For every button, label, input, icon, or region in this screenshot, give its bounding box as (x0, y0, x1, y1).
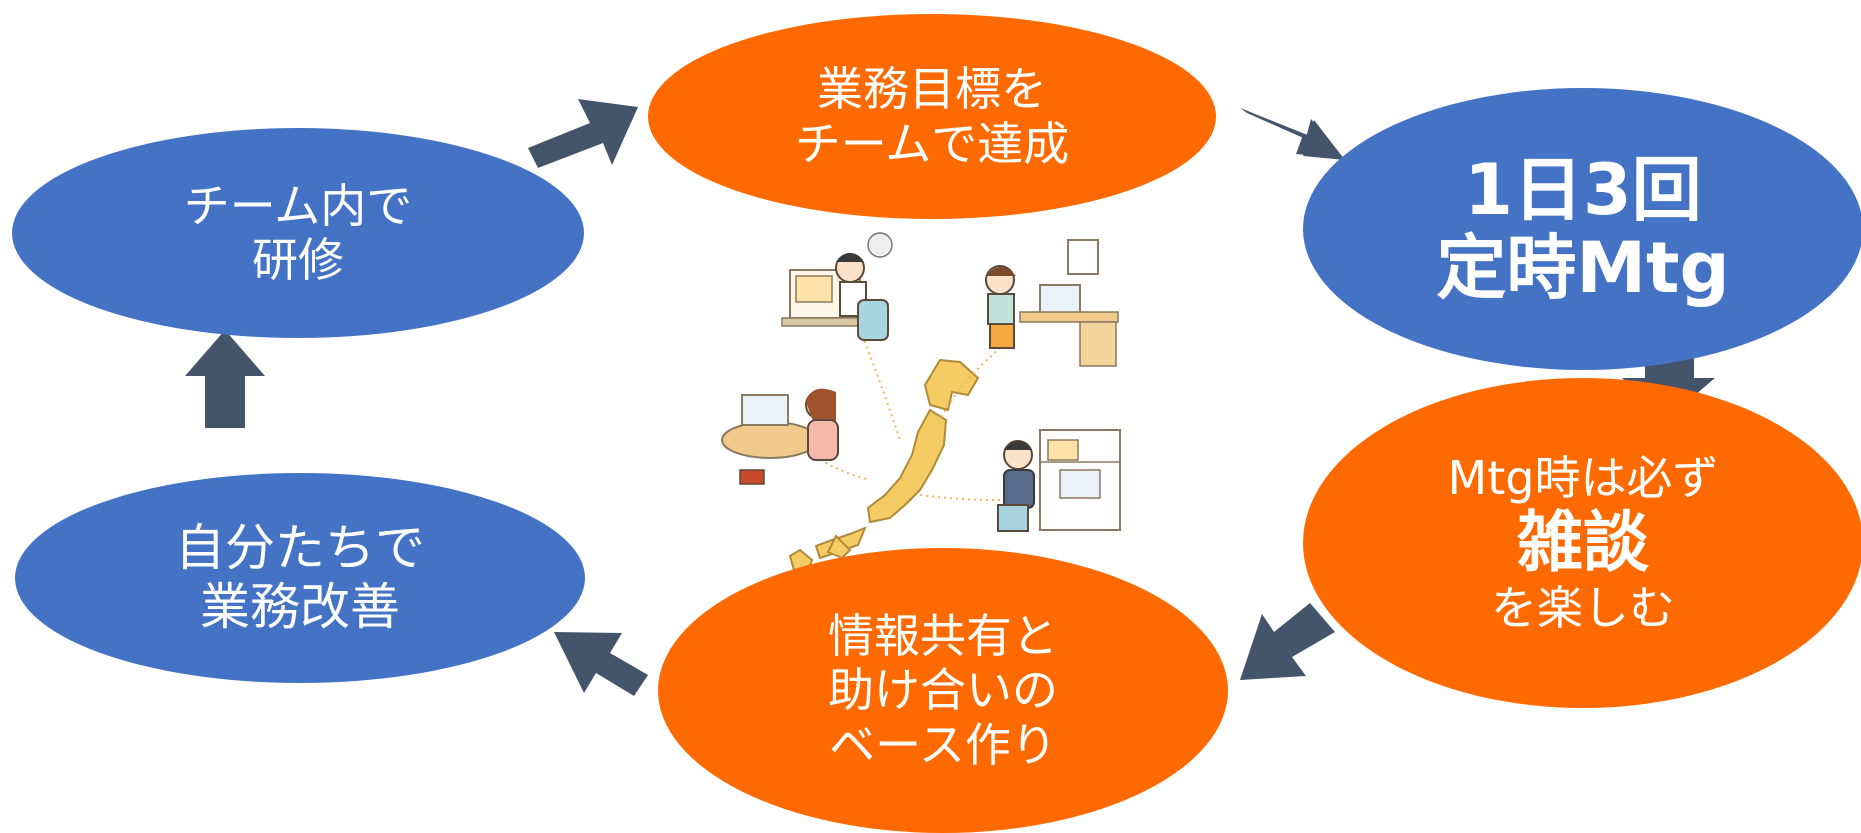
arrow-share-to-improve (554, 632, 648, 696)
arrow-improve-to-training (185, 330, 265, 428)
node-self-improvement-line1: 自分たちで (175, 519, 425, 577)
node-chat-line3: を楽しむ (1491, 580, 1675, 635)
node-self-improvement-line2: 業務改善 (200, 578, 400, 636)
worker-top-left-icon (781, 232, 893, 341)
worker-top-right-icon (985, 239, 1119, 367)
node-team-training: チーム内で 研修 (12, 128, 584, 338)
node-team-goal: 業務目標を チームで達成 (648, 14, 1216, 219)
node-team-training-line2: 研修 (252, 233, 344, 287)
node-daily-meeting-line1: 1日3回 (1464, 148, 1702, 231)
node-team-goal-line2: チームで達成 (794, 116, 1070, 171)
node-info-sharing-line1: 情報共有と (828, 609, 1058, 664)
worker-bottom-right-icon (997, 429, 1121, 532)
arrow-goal-to-meeting (1240, 108, 1345, 160)
arrow-training-to-goal (528, 99, 638, 168)
node-chat-emphasis: 雑談 (1517, 504, 1649, 582)
node-daily-meeting: 1日3回 定時Mtg (1303, 88, 1861, 370)
node-self-improvement: 自分たちで 業務改善 (15, 473, 585, 683)
remote-work-illustration (721, 232, 1121, 578)
node-team-goal-line1: 業務目標を (817, 62, 1047, 117)
node-info-sharing: 情報共有と 助け合いの ベース作り (658, 548, 1228, 833)
node-info-sharing-line3: ベース作り (829, 717, 1057, 772)
node-team-training-line1: チーム内で (183, 178, 413, 233)
japan-map-icon (788, 358, 980, 578)
node-daily-meeting-line2: 定時Mtg (1436, 227, 1730, 309)
node-chat: Mtg時は必ず 雑談 を楽しむ (1303, 378, 1861, 708)
worker-mid-left-icon (721, 388, 839, 485)
arrow-chat-to-share (1240, 603, 1335, 680)
node-chat-line1: Mtg時は必ず (1447, 450, 1719, 505)
node-info-sharing-line2: 助け合いの (828, 663, 1058, 718)
